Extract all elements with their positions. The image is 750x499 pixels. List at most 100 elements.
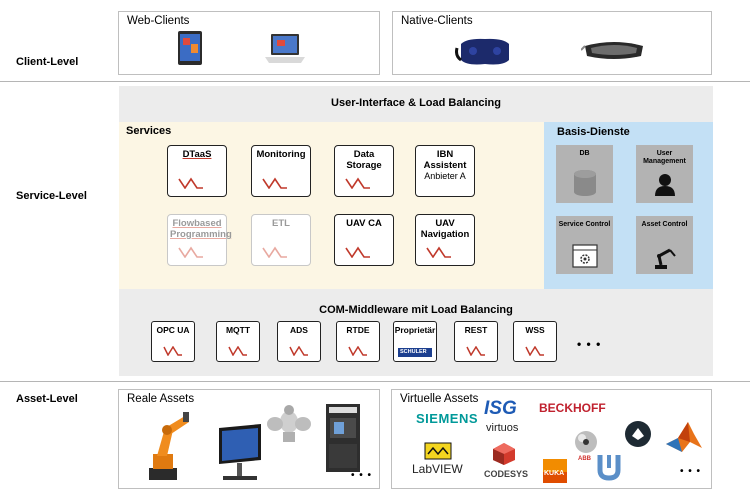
web-clients-panel: Web-Clients — [118, 11, 380, 75]
beckhoff-logo: BECKHOFF — [539, 401, 606, 415]
service-uav-navigation[interactable]: UAV Navigation — [415, 214, 475, 266]
service-etl[interactable]: ETL — [251, 214, 311, 266]
middleware-mqtt[interactable]: MQTT — [216, 321, 260, 362]
machine-tool-icon — [326, 404, 360, 472]
display-station-icon — [219, 424, 261, 480]
abb-ball-icon — [575, 431, 597, 453]
service-uav-navigation-label: UAV Navigation — [420, 218, 470, 240]
middleware-title: COM-Middleware mit Load Balancing — [319, 304, 513, 316]
middleware-opc-ua[interactable]: OPC UA — [151, 321, 195, 362]
service-ibn-provider: Anbieter A — [424, 171, 466, 181]
service-wave-icon — [262, 246, 287, 258]
database-icon — [574, 170, 596, 196]
codesys-logo: CODESYS — [484, 469, 529, 479]
basis-asset-control[interactable]: Asset Control — [636, 216, 693, 274]
virtual-assets-title: Virtuelle Assets — [400, 393, 479, 405]
real-assets-more: • • • — [351, 470, 373, 481]
middleware-label: RTDE — [346, 325, 370, 335]
middleware-label: OPC UA — [156, 325, 190, 335]
virtuos-logo: virtuos — [486, 422, 519, 434]
protocol-wave-icon — [163, 346, 182, 356]
basis-asset-control-label: Asset Control — [641, 221, 688, 228]
service-data-storage-label: Data Storage — [346, 149, 382, 171]
separator-client — [0, 81, 750, 82]
dual-arm-robot-icon — [267, 405, 311, 442]
service-data-storage[interactable]: Data Storage — [334, 145, 394, 197]
service-wave-icon — [178, 246, 203, 258]
virtual-assets-panel: Virtuelle Assets SIEMENS ISG virtuos BEC… — [391, 389, 712, 489]
service-monitoring[interactable]: Monitoring — [251, 145, 311, 197]
service-dtaas-label: DTaaS — [182, 149, 212, 160]
middleware-label: MQTT — [225, 325, 251, 335]
industrial-robot-icon — [149, 412, 189, 480]
middleware-rtde[interactable]: RTDE — [336, 321, 380, 362]
service-level-label: Service-Level — [16, 190, 87, 202]
middleware-label: Proprietär — [394, 325, 436, 335]
ar-glasses-icon — [581, 42, 643, 59]
service-wave-icon — [262, 177, 287, 189]
gear-window-icon — [572, 244, 598, 268]
user-icon — [655, 174, 675, 196]
service-ibn-assistent[interactable]: IBN Assistent Anbieter A — [415, 145, 475, 197]
basis-service-control[interactable]: Service Control — [556, 216, 613, 274]
abb-logo: ABB — [578, 456, 591, 462]
real-assets-panel: Reale Assets • • • — [118, 389, 380, 489]
service-uav-ca[interactable]: UAV CA — [334, 214, 394, 266]
tablet-icon — [178, 31, 202, 65]
protocol-wave-icon — [466, 346, 485, 356]
service-dtaas[interactable]: DTaaS — [167, 145, 227, 197]
service-uav-ca-label: UAV CA — [346, 218, 382, 229]
middleware-label: REST — [464, 325, 488, 335]
service-ibn-assistent-label: IBN Assistent — [423, 149, 467, 171]
protocol-wave-icon — [348, 346, 367, 356]
middleware-label: WSS — [525, 325, 545, 335]
basis-service-control-label: Service Control — [558, 221, 611, 228]
middleware-ads[interactable]: ADS — [277, 321, 321, 362]
matlab-icon — [666, 422, 702, 452]
middleware-proprietaer[interactable]: Proprietär SCHULER — [393, 321, 437, 362]
basis-user-management-label: User Management — [643, 150, 686, 165]
simulation-sphere-icon — [625, 421, 651, 447]
service-wave-icon — [178, 177, 203, 189]
protocol-wave-icon — [228, 346, 247, 356]
labview-logo: LabVIEW — [412, 462, 463, 476]
service-monitoring-label: Monitoring — [256, 149, 306, 160]
siemens-logo: SIEMENS — [416, 411, 479, 426]
protocol-wave-icon — [525, 346, 544, 356]
middleware-label: ADS — [290, 325, 308, 335]
basis-db-label: DB — [579, 150, 590, 157]
kuka-icon — [543, 459, 567, 483]
middleware-more: • • • — [577, 337, 602, 351]
service-etl-label: ETL — [272, 218, 290, 229]
service-wave-icon — [426, 246, 451, 258]
kuka-logo: KUKA — [544, 470, 565, 477]
laptop-icon — [265, 34, 305, 63]
robot-arm-icon — [655, 248, 676, 269]
separator-service — [0, 381, 750, 382]
protocol-wave-icon — [289, 346, 308, 356]
basis-dienste-title: Basis-Dienste — [557, 126, 630, 138]
virtual-assets-more: • • • — [680, 466, 702, 477]
service-flowbased-programming[interactable]: Flowbased Programming — [167, 214, 232, 266]
native-clients-panel: Native-Clients — [392, 11, 712, 75]
isg-logo: ISG — [484, 398, 517, 419]
asset-level-label: Asset-Level — [16, 393, 78, 405]
schuler-logo: SCHULER — [398, 348, 432, 357]
native-clients-title: Native-Clients — [401, 15, 473, 27]
middleware-wss[interactable]: WSS — [513, 321, 557, 362]
basis-db[interactable]: DB — [556, 145, 613, 203]
ui-load-balancing-title: User-Interface & Load Balancing — [331, 97, 501, 109]
services-title: Services — [126, 125, 172, 137]
real-assets-title: Reale Assets — [127, 393, 195, 405]
service-wave-icon — [345, 246, 370, 258]
basis-user-management[interactable]: User Management — [636, 145, 693, 203]
labview-icon — [424, 442, 452, 460]
service-flowbased-label: Flowbased Programming — [170, 218, 232, 240]
client-level-label: Client-Level — [16, 56, 79, 68]
middleware-rest[interactable]: REST — [454, 321, 498, 362]
universal-robots-icon — [597, 455, 621, 481]
codesys-icon — [493, 443, 515, 465]
service-wave-icon — [345, 177, 370, 189]
web-clients-title: Web-Clients — [127, 15, 190, 27]
vr-headset-icon — [455, 38, 509, 65]
